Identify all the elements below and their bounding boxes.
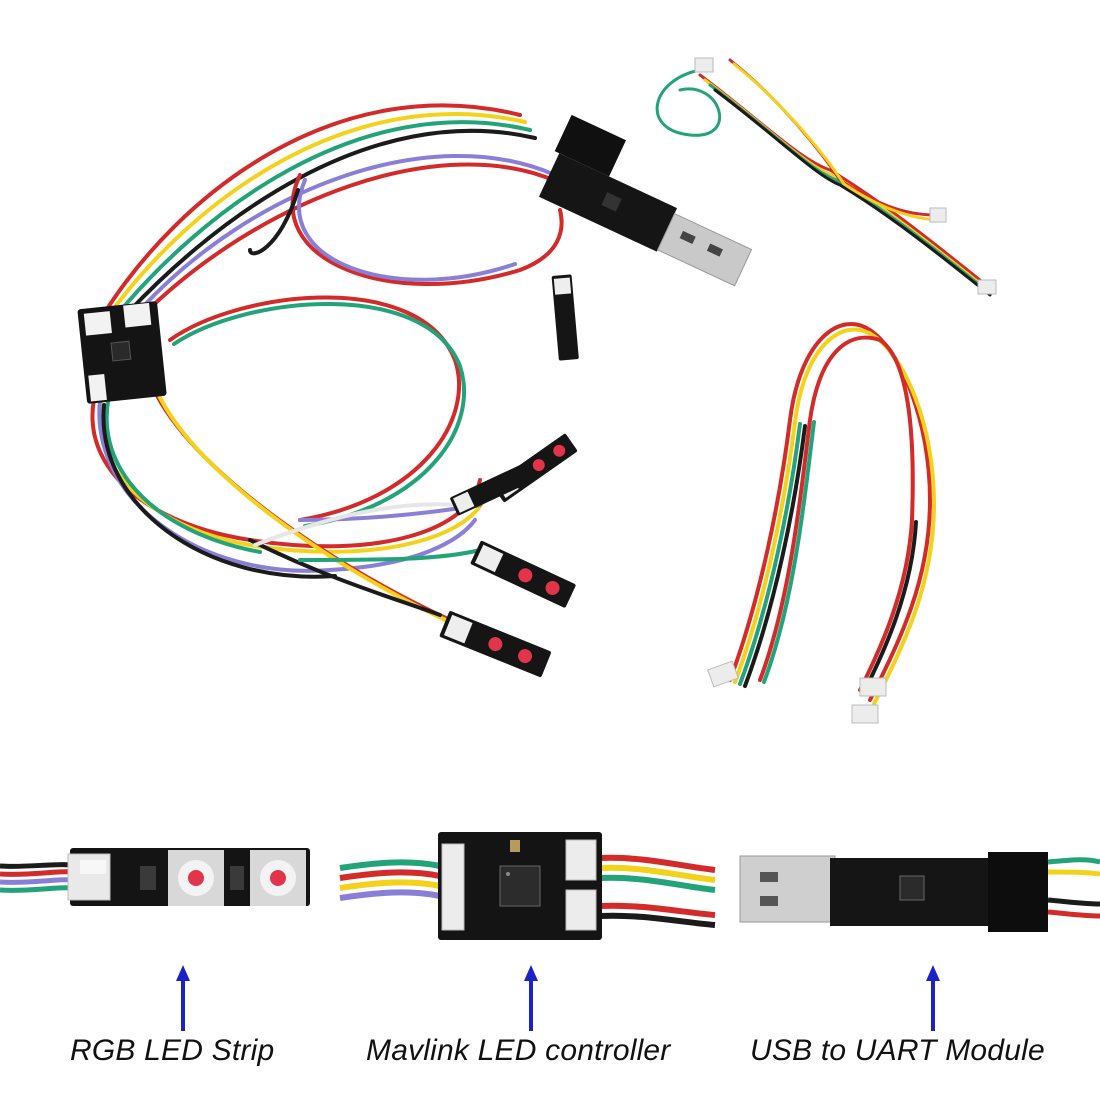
usb-uart-module-photo [538, 114, 753, 287]
caption-usb-to-uart-module: USB to UART Module [750, 1034, 1045, 1067]
mavlink-controller-board-photo [77, 301, 167, 404]
arrow-head [926, 965, 940, 981]
arrow-head [176, 965, 190, 981]
arrow-shaft [529, 979, 533, 1031]
connector-photo [851, 704, 879, 724]
arrow-shaft [181, 979, 185, 1031]
up-arrow-icon [926, 965, 940, 1037]
connector-photo [707, 660, 739, 688]
rgb-led-strip-detail [0, 848, 310, 906]
rgb-led-strips-photo [439, 433, 578, 678]
caption-mavlink-led-controller: Mavlink LED controller [366, 1034, 671, 1067]
arrow-shaft [931, 979, 935, 1031]
connector-photo [694, 57, 714, 73]
usb-uart-module-detail [739, 852, 1100, 932]
up-arrow-icon [176, 965, 190, 1037]
connector-photo [859, 677, 887, 697]
rgb-led-strip-photo [551, 274, 579, 361]
y-cable-photo [655, 58, 992, 297]
mavlink-controller-detail [339, 832, 716, 940]
twisted-cable-photo [728, 322, 937, 706]
arrow-head [524, 965, 538, 981]
caption-rgb-led-strip: RGB LED Strip [70, 1034, 275, 1067]
up-arrow-icon [524, 965, 538, 1037]
connector-photo [977, 279, 997, 295]
connector-photo [929, 207, 947, 223]
